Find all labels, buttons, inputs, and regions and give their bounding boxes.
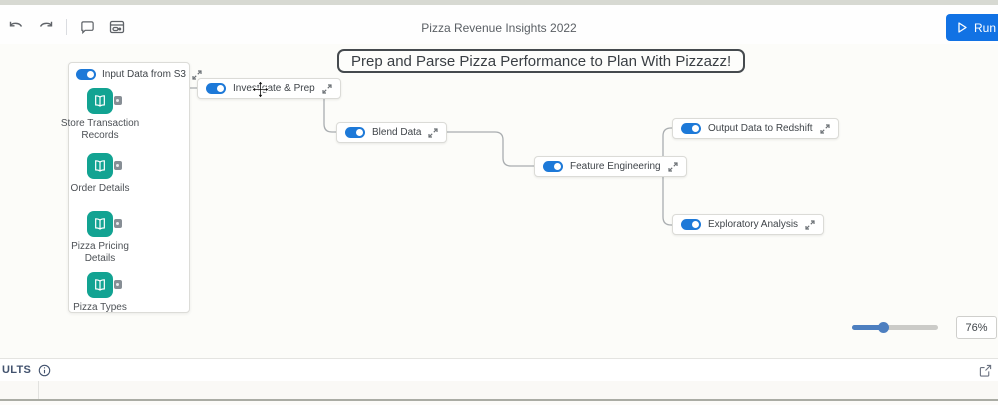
external-link-icon[interactable] [979, 364, 992, 377]
node-label: Blend Data [372, 127, 422, 138]
dataset-book-icon[interactable] [87, 211, 113, 237]
dataset-store-transaction-records[interactable]: Store Transaction Records [60, 88, 140, 142]
node-blend-data[interactable]: Blend Data [336, 122, 448, 143]
run-job-button[interactable]: Run Jo [946, 14, 998, 41]
redo-icon[interactable] [36, 17, 56, 37]
node-toggle[interactable] [206, 83, 226, 94]
expand-icon[interactable] [668, 161, 678, 172]
run-job-label: Run Jo [974, 20, 998, 35]
results-label: ULTS [2, 364, 32, 376]
undo-icon[interactable] [6, 17, 26, 37]
bottom-fill [0, 401, 998, 405]
bottom-border-line [0, 399, 998, 401]
output-plug[interactable] [114, 219, 122, 228]
bottom-panel-divider [38, 381, 39, 399]
node-toggle-view-icon[interactable] [107, 17, 127, 37]
output-plug[interactable] [114, 96, 122, 105]
zoom-slider-fill [852, 325, 884, 330]
expand-icon[interactable] [819, 123, 830, 134]
results-bar: ULTS [0, 358, 998, 381]
bottom-panel-strip [0, 381, 998, 399]
dataset-order-details[interactable]: Order Details [60, 153, 140, 195]
node-toggle[interactable] [543, 161, 563, 172]
node-feature-engineering[interactable]: Feature Engineering [534, 156, 687, 177]
dataset-label: Pizza Pricing Details [71, 241, 129, 264]
zoom-slider[interactable] [852, 322, 938, 333]
annotation-note[interactable]: Prep and Parse Pizza Performance to Plan… [337, 49, 746, 73]
node-label: Exploratory Analysis [708, 219, 799, 230]
node-exploratory-analysis[interactable]: Exploratory Analysis [672, 214, 825, 235]
play-icon [958, 22, 967, 33]
node-label: Investigate & Prep [233, 83, 315, 94]
output-plug[interactable] [114, 161, 122, 170]
input-group-label: Input Data from S3 [102, 69, 186, 80]
dataset-book-icon[interactable] [87, 153, 113, 179]
window-top-strip [0, 0, 998, 5]
node-investigate-and-prep[interactable]: Investigate & Prep [197, 78, 341, 99]
dataset-book-icon[interactable] [87, 88, 113, 114]
output-plug[interactable] [114, 280, 122, 289]
toolbar-divider [66, 19, 67, 35]
expand-icon[interactable] [805, 219, 815, 230]
toolbar [6, 17, 127, 37]
dataset-book-icon[interactable] [87, 272, 113, 298]
expand-icon[interactable] [322, 83, 332, 94]
node-label: Feature Engineering [570, 161, 661, 172]
zoom-slider-thumb[interactable] [878, 322, 889, 333]
dataset-pizza-types[interactable]: Pizza Types [60, 272, 140, 314]
dataset-pizza-pricing-details[interactable]: Pizza Pricing Details [60, 211, 140, 265]
node-toggle[interactable] [681, 123, 701, 134]
zoom-level-display: 76% [956, 316, 997, 339]
comment-icon[interactable] [77, 17, 97, 37]
node-output-data-to-redshift[interactable]: Output Data to Redshift [672, 118, 839, 139]
input-group-header: Input Data from S3 [69, 63, 202, 80]
page-title: Pizza Revenue Insights 2022 [421, 21, 577, 35]
node-toggle[interactable] [681, 219, 701, 230]
info-icon[interactable] [38, 364, 51, 377]
expand-icon[interactable] [428, 127, 439, 138]
dataset-label: Pizza Types [73, 302, 127, 313]
dataset-label: Store Transaction Records [60, 118, 140, 141]
node-toggle[interactable] [345, 127, 365, 138]
input-group-toggle[interactable] [76, 69, 96, 80]
expand-icon[interactable] [192, 69, 202, 80]
header-bar: Pizza Revenue Insights 2022 Run Jo [0, 5, 998, 44]
dataset-label: Order Details [70, 183, 130, 194]
node-label: Output Data to Redshift [708, 123, 813, 134]
